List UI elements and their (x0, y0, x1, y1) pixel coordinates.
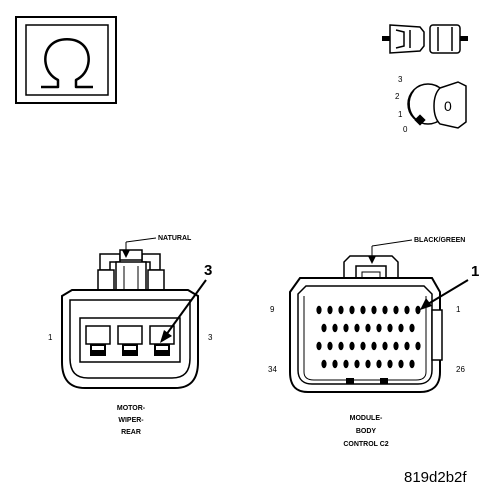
body-control-pin-cavity (415, 341, 421, 351)
body-control-pin-cavity (354, 359, 360, 369)
body-control-pin-cavity (360, 305, 366, 315)
body-control-pin-cavity (365, 323, 371, 333)
body-control-name-line-2: BODY (356, 428, 377, 435)
motor-wiper-wire-color: NATURAL (158, 235, 192, 242)
body-control-pin-cavity (404, 341, 410, 351)
body-control-pin-cavity (404, 305, 410, 315)
body-control-callout: 1 (471, 263, 479, 280)
motor-wiper-name-line-3: REAR (121, 429, 141, 436)
motor-wiper-terminal-1 (85, 325, 111, 356)
motor-wiper-pin-start: 1 (48, 333, 53, 342)
body-control-pin-cavity (409, 359, 415, 369)
body-control-pin-cavity (321, 323, 327, 333)
body-control-pin-cavity (332, 323, 338, 333)
body-control-pin-top-left: 9 (270, 305, 275, 314)
body-control-pin-cavity (327, 305, 333, 315)
body-control-pin-cavity (327, 341, 333, 351)
body-control-pin-cavity (360, 341, 366, 351)
body-control-name-line-1: MODULE- (350, 415, 383, 422)
body-control-name-line-3: CONTROL C2 (343, 441, 388, 448)
ignition-position-0: 0 (403, 125, 408, 134)
body-control-pin-cavity (338, 305, 344, 315)
body-control-pin-grid (316, 305, 421, 369)
body-control-pin-cavity (393, 305, 399, 315)
body-control-pin-cavity (343, 359, 349, 369)
ignition-position-3: 3 (398, 75, 403, 84)
body-control-pin-cavity (409, 323, 415, 333)
body-control-pin-cavity (387, 359, 393, 369)
motor-wiper-pin-end: 3 (208, 333, 213, 342)
body-control-c2-connector (289, 255, 443, 393)
body-control-pin-cavity (415, 305, 421, 315)
body-control-pin-cavity (393, 341, 399, 351)
body-control-pin-cavity (316, 341, 322, 351)
motor-wiper-name-line-1: MOTOR- (117, 405, 146, 412)
ohmmeter-icon (15, 16, 117, 104)
body-control-pin-cavity (382, 305, 388, 315)
disconnect-connector-icon (382, 24, 468, 54)
body-control-pin-cavity (365, 359, 371, 369)
body-control-pin-cavity (398, 323, 404, 333)
body-control-pin-cavity (338, 341, 344, 351)
body-control-pin-cavity (349, 305, 355, 315)
motor-wiper-callout: 3 (204, 262, 212, 279)
ignition-switch-icon: 3 2 1 0 0 (395, 75, 467, 134)
figure-code: 819d2b2f (404, 469, 467, 486)
body-control-pin-cavity (349, 341, 355, 351)
ignition-position-1: 1 (398, 110, 403, 119)
body-control-pin-bottom-right: 26 (456, 365, 465, 374)
body-control-pin-cavity (343, 323, 349, 333)
body-control-pin-cavity (376, 359, 382, 369)
body-control-wire-color: BLACK/GREEN (414, 237, 465, 244)
motor-wiper-name-line-2: WIPER- (118, 417, 144, 424)
body-control-pin-cavity (321, 359, 327, 369)
body-control-pin-cavity (398, 359, 404, 369)
body-control-pin-cavity (387, 323, 393, 333)
body-control-pin-cavity (376, 323, 382, 333)
body-control-pin-cavity (371, 305, 377, 315)
body-control-pin-bottom-left: 34 (268, 365, 277, 374)
motor-wiper-rear-connector (61, 249, 199, 389)
ignition-key-position-label: 0 (444, 98, 452, 114)
body-control-pin-cavity (382, 341, 388, 351)
body-control-pin-top-right: 1 (456, 305, 461, 314)
motor-wiper-terminal-2 (117, 325, 143, 356)
ignition-position-2: 2 (395, 92, 400, 101)
body-control-pin-cavity (316, 305, 322, 315)
body-control-pin-cavity (332, 359, 338, 369)
body-control-pin-cavity (371, 341, 377, 351)
body-control-pin-cavity (354, 323, 360, 333)
motor-wiper-terminal-3 (149, 325, 175, 356)
